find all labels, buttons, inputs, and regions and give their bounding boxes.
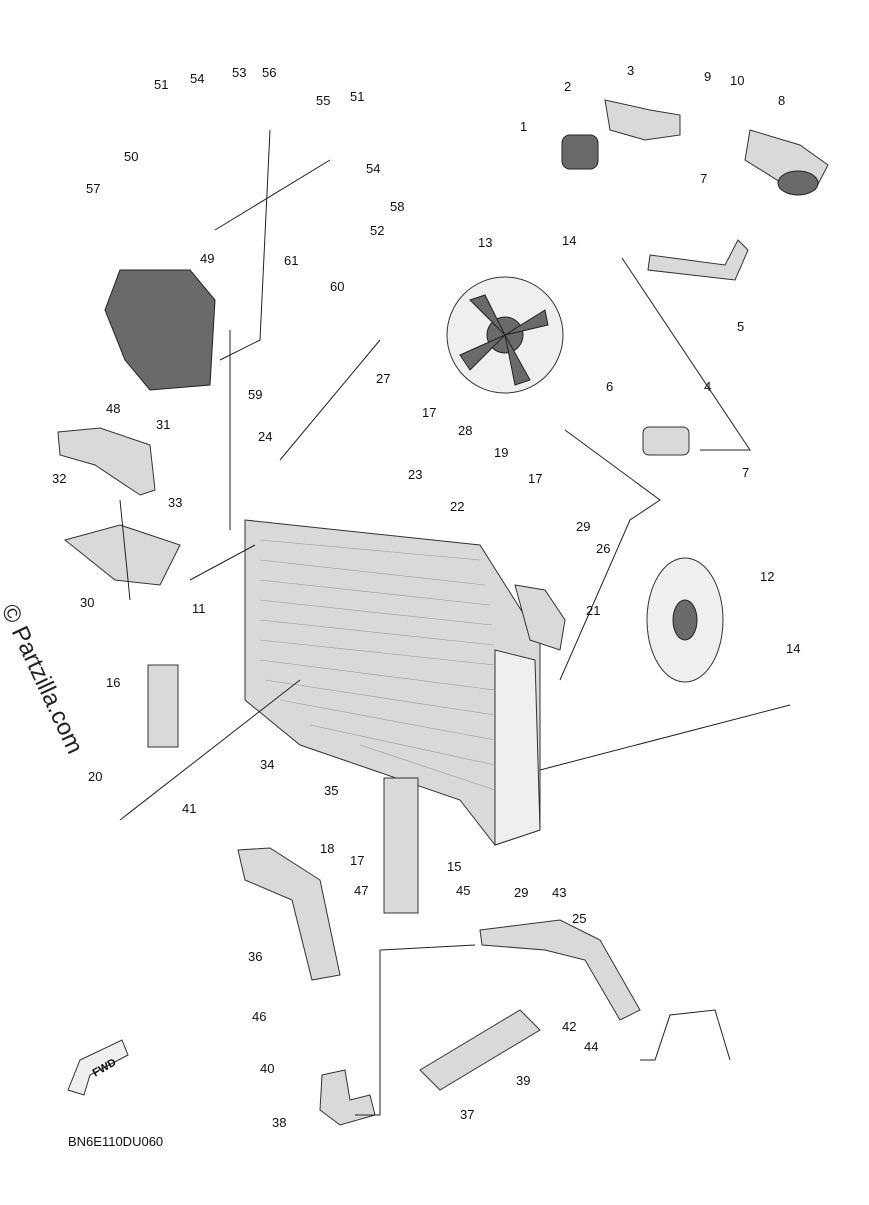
callout-55[interactable]: 55 [316,93,331,108]
fan-assembly-side [646,557,724,683]
callout-19[interactable]: 19 [494,445,509,460]
callout-22[interactable]: 22 [450,499,465,514]
callout-51[interactable]: 51 [154,77,169,92]
shroud-31 [57,427,156,496]
callout-54[interactable]: 54 [190,71,205,86]
callout-4[interactable]: 4 [704,379,712,394]
callout-40[interactable]: 40 [260,1061,275,1076]
callout-39[interactable]: 39 [516,1073,531,1088]
callout-46[interactable]: 46 [252,1009,267,1024]
callout-27[interactable]: 27 [376,371,391,386]
hose-43 [479,919,641,1021]
callout-56[interactable]: 56 [262,65,277,80]
callout-3[interactable]: 3 [627,63,635,78]
callout-51b[interactable]: 51 [350,89,365,104]
hose-5 [647,239,749,281]
leader-lines [119,129,791,1116]
callout-57[interactable]: 57 [86,181,101,196]
shroud-30 [63,524,181,586]
callout-48[interactable]: 48 [106,401,121,416]
callout-20[interactable]: 20 [88,769,103,784]
callout-8[interactable]: 8 [778,93,786,108]
callout-35[interactable]: 35 [324,783,339,798]
callout-17b[interactable]: 17 [528,471,543,486]
callout-13[interactable]: 13 [478,235,493,250]
callout-9[interactable]: 9 [704,69,712,84]
callout-41[interactable]: 41 [182,801,197,816]
callout-2[interactable]: 2 [564,79,572,94]
callout-16[interactable]: 16 [106,675,121,690]
hose-36 [237,847,341,981]
callout-52[interactable]: 52 [370,223,385,238]
thermostat-housing [604,99,681,141]
callout-17c[interactable]: 17 [350,853,365,868]
callout-53[interactable]: 53 [232,65,247,80]
callout-1[interactable]: 1 [520,119,528,134]
callout-18[interactable]: 18 [320,841,335,856]
callout-36[interactable]: 36 [248,949,263,964]
callout-49[interactable]: 49 [200,251,215,266]
callout-29b[interactable]: 29 [514,885,529,900]
callout-34[interactable]: 34 [260,757,275,772]
callout-11[interactable]: 11 [192,601,206,616]
callout-24[interactable]: 24 [258,429,273,444]
callout-60[interactable]: 60 [330,279,345,294]
callout-32[interactable]: 32 [52,471,67,486]
callout-15[interactable]: 15 [447,859,462,874]
pipe-4 [642,426,690,456]
callout-33[interactable]: 33 [168,495,183,510]
callout-61[interactable]: 61 [284,253,299,268]
reservoir-tank [104,269,216,391]
hose-38 [319,1069,376,1126]
callout-50[interactable]: 50 [124,149,139,164]
bracket-21 [514,584,566,651]
fwd-arrow-shape [67,1039,129,1096]
hose-39 [419,1009,541,1091]
panel-15 [383,777,419,914]
callout-47[interactable]: 47 [354,883,369,898]
callout-31[interactable]: 31 [156,417,171,432]
callout-59[interactable]: 59 [248,387,263,402]
callout-7b[interactable]: 7 [742,465,750,480]
callout-58[interactable]: 58 [390,199,405,214]
callout-44[interactable]: 44 [584,1039,599,1054]
callout-17[interactable]: 17 [422,405,437,420]
callout-6[interactable]: 6 [606,379,614,394]
callout-25[interactable]: 25 [572,911,587,926]
callout-28[interactable]: 28 [458,423,473,438]
callout-14[interactable]: 14 [562,233,577,248]
panel-16 [147,664,179,748]
callout-54b[interactable]: 54 [366,161,381,176]
radiator-core [244,519,541,846]
callout-5[interactable]: 5 [737,319,745,334]
callout-23[interactable]: 23 [408,467,423,482]
callout-12[interactable]: 12 [760,569,775,584]
callout-30[interactable]: 30 [80,595,95,610]
callout-37[interactable]: 37 [460,1107,475,1122]
drawing-code: BN6E110DU060 [68,1134,164,1149]
callout-29[interactable]: 29 [576,519,591,534]
fan-assembly-upper [446,276,564,394]
callout-42[interactable]: 42 [562,1019,577,1034]
callout-21[interactable]: 21 [586,603,601,618]
callout-43[interactable]: 43 [552,885,567,900]
callout-38[interactable]: 38 [272,1115,287,1130]
callout-7[interactable]: 7 [700,171,708,186]
callout-26[interactable]: 26 [596,541,611,556]
callout-10[interactable]: 10 [730,73,745,88]
callout-14b[interactable]: 14 [786,641,801,656]
callout-45[interactable]: 45 [456,883,471,898]
thermostat [561,134,599,170]
